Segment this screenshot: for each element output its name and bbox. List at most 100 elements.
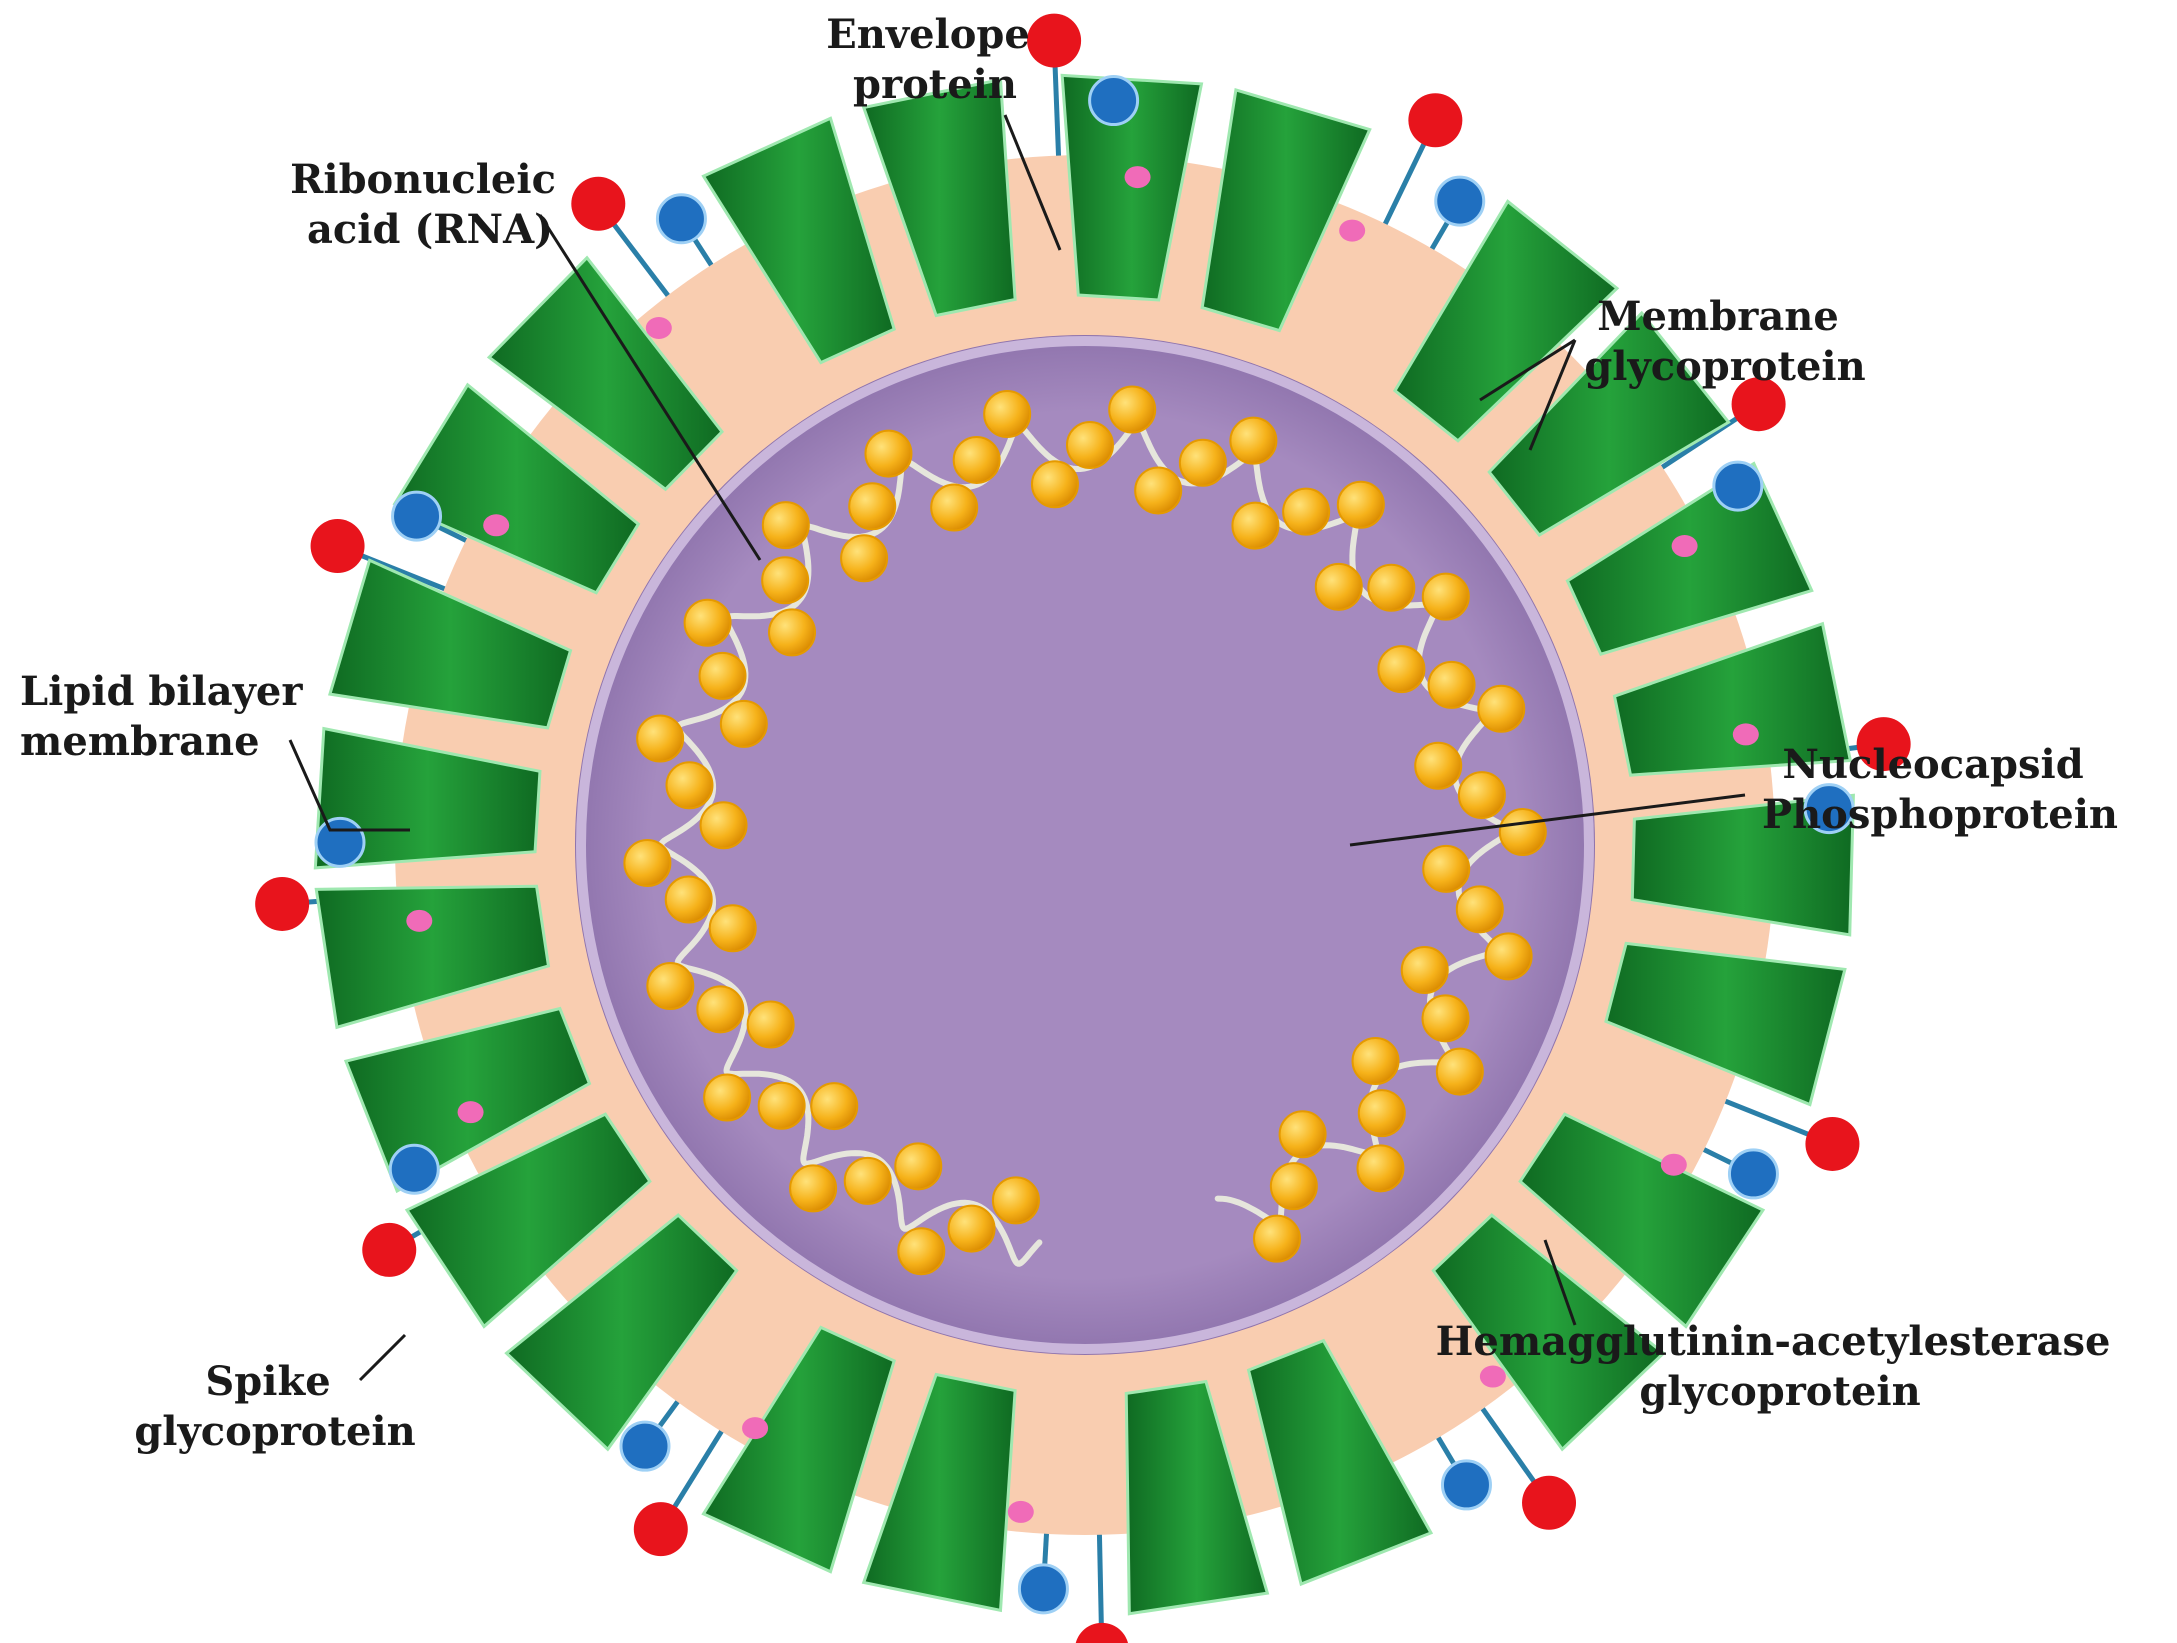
label-membrane-glycoprotein: Membrane glycoprotein [1584, 293, 1865, 390]
leader-envelope [1003, 114, 1062, 251]
envelope-protein [1007, 1500, 1034, 1523]
hemagglutinin-glycoprotein [619, 1420, 671, 1472]
hemagglutinin-glycoprotein [1727, 1148, 1779, 1200]
envelope-protein [406, 909, 433, 932]
leader-hemagglutinin [1543, 1239, 1577, 1326]
nucleocapsid-phosphoprotein [991, 1176, 1040, 1225]
spike-glycoprotein [633, 1502, 688, 1557]
hemagglutinin-glycoprotein [391, 490, 443, 542]
nucleocapsid-phosphoprotein [1314, 562, 1363, 611]
nucleocapsid-phosphoprotein [757, 1081, 806, 1130]
membrane-glycoproteins [313, 73, 1855, 1616]
membrane-glycoprotein [1565, 461, 1814, 657]
nucleocapsid-phosphoprotein [1427, 660, 1476, 709]
nucleocapsid-phosphoprotein [768, 608, 817, 657]
nucleocapsid-phosphoprotein [897, 1227, 946, 1276]
envelope-protein [457, 1101, 484, 1124]
hemagglutinin-glycoprotein [1440, 1459, 1492, 1511]
envelope-protein [1479, 1365, 1506, 1388]
label-hemagglutinin: Hemagglutinin-acetylesterase glycoprotei… [1436, 1318, 2125, 1415]
nucleocapsid-phosphoprotein [1336, 480, 1385, 529]
nucleocapsid-phosphoprotein [1253, 1214, 1302, 1263]
nucleocapsid-phosphoprotein [1356, 1144, 1405, 1193]
nucleocapsid-phosphoprotein [1457, 771, 1506, 820]
membrane-glycoprotein [392, 382, 641, 595]
nucleocapsid-phosphoprotein [1421, 994, 1470, 1043]
membrane-glycoprotein [1392, 199, 1620, 443]
label-spike: Spike glycoprotein [134, 1358, 415, 1455]
core-membrane-ring [576, 336, 1594, 1354]
nucleocapsid-phosphoprotein [1030, 460, 1079, 509]
membrane-glycoprotein [314, 884, 551, 1030]
nucleocapsid-phosphoprotein [1400, 946, 1449, 995]
membrane-glycoprotein [313, 726, 542, 870]
hemagglutinin-glycoprotein [1712, 460, 1764, 512]
nucleocapsid-phosphoprotein [1367, 563, 1416, 612]
envelope-protein [645, 317, 672, 340]
spike-glycoprotein [310, 519, 365, 574]
envelope-protein [1339, 219, 1366, 242]
spike-glycoprotein [362, 1222, 417, 1277]
nucleocapsid-phosphoprotein [698, 651, 747, 700]
label-nucleocapsid: Nucleocapsid Phosphoprotein [1762, 741, 2118, 838]
nucleocapsid-phosphoprotein [636, 714, 685, 763]
membrane-glycoprotein [701, 1325, 897, 1574]
protein-heads [255, 13, 1911, 1643]
membrane-glycoprotein [1518, 1112, 1766, 1329]
spike-glycoprotein [1856, 717, 1911, 772]
nucleocapsid-phosphoprotein [699, 801, 748, 850]
hemagglutinin-glycoprotein [1434, 175, 1486, 227]
spike-glycoprotein [1805, 1116, 1860, 1171]
hemagglutinin-glycoprotein [1803, 783, 1855, 835]
hemagglutinin-glycoprotein [655, 193, 707, 245]
spike-glycoprotein [571, 176, 626, 231]
nucleocapsid-phosphoprotein [1435, 1047, 1484, 1096]
nucleocapsid-phosphoprotein [761, 501, 810, 550]
nucleocapsid-phosphoprotein [1351, 1036, 1400, 1085]
nucleocapsid-phosphoprotein [708, 904, 757, 953]
membrane-glycoprotein [1200, 88, 1372, 333]
nucleocapsid-phosphoprotein [1455, 885, 1504, 934]
leader-nucleocapsid [1349, 793, 1746, 847]
membrane-glycoprotein [1124, 1379, 1270, 1616]
nucleocapsid-phosphoprotein [1134, 466, 1183, 515]
membrane-glycoprotein [861, 1372, 1017, 1613]
envelope-protein [1732, 723, 1759, 746]
hemagglutinin-glycoprotein [388, 1143, 440, 1195]
envelope-protein [742, 1417, 769, 1440]
nucleocapsid-beads [623, 385, 1547, 1276]
nucleocapsid-phosphoprotein [1498, 808, 1547, 857]
nucleocapsid-phosphoprotein [848, 482, 897, 531]
nucleocapsid-phosphoprotein [703, 1073, 752, 1122]
hemagglutinin-glycoprotein [1088, 75, 1140, 127]
nucleocapsid-phosphoprotein [1108, 385, 1157, 434]
nucleocapsid-phosphoprotein [947, 1204, 996, 1253]
nucleocapsid-phosphoprotein [930, 483, 979, 532]
nucleocapsid-phosphoprotein [894, 1142, 943, 1191]
spike-glycoprotein [1075, 1622, 1128, 1643]
envelope-protein [1660, 1153, 1687, 1176]
nucleocapsid-phosphoprotein [664, 875, 713, 924]
spike-glycoprotein [1522, 1475, 1577, 1530]
membrane-glycoprotein [1487, 310, 1731, 538]
membrane-glycoprotein [504, 1213, 739, 1452]
nucleocapsid-phosphoprotein [1269, 1162, 1318, 1211]
nucleocapsid-phosphoprotein [719, 699, 768, 748]
nucleocapsid-phosphoprotein [746, 1000, 795, 1049]
envelope-protein [1671, 535, 1698, 558]
nucleocapsid-phosphoprotein [761, 556, 810, 605]
leader-lines [288, 114, 1746, 1382]
membrane-glycoprotein [1612, 621, 1853, 777]
hemagglutinin-glycoprotein [1017, 1563, 1069, 1615]
spike-glycoprotein [1408, 93, 1463, 148]
nucleocapsid-phosphoprotein [983, 389, 1032, 438]
membrane-glycoprotein [1246, 1338, 1434, 1587]
membrane-glycoprotein [404, 1112, 652, 1329]
nucleocapsid-phosphoprotein [1414, 741, 1463, 790]
membrane-glycoprotein [861, 77, 1017, 318]
membrane-glycoprotein [328, 558, 573, 730]
nucleocapsid-phosphoprotein [1377, 645, 1426, 694]
membrane-glycoprotein [1060, 73, 1204, 302]
nucleocapsid-phosphoprotein [840, 534, 889, 583]
